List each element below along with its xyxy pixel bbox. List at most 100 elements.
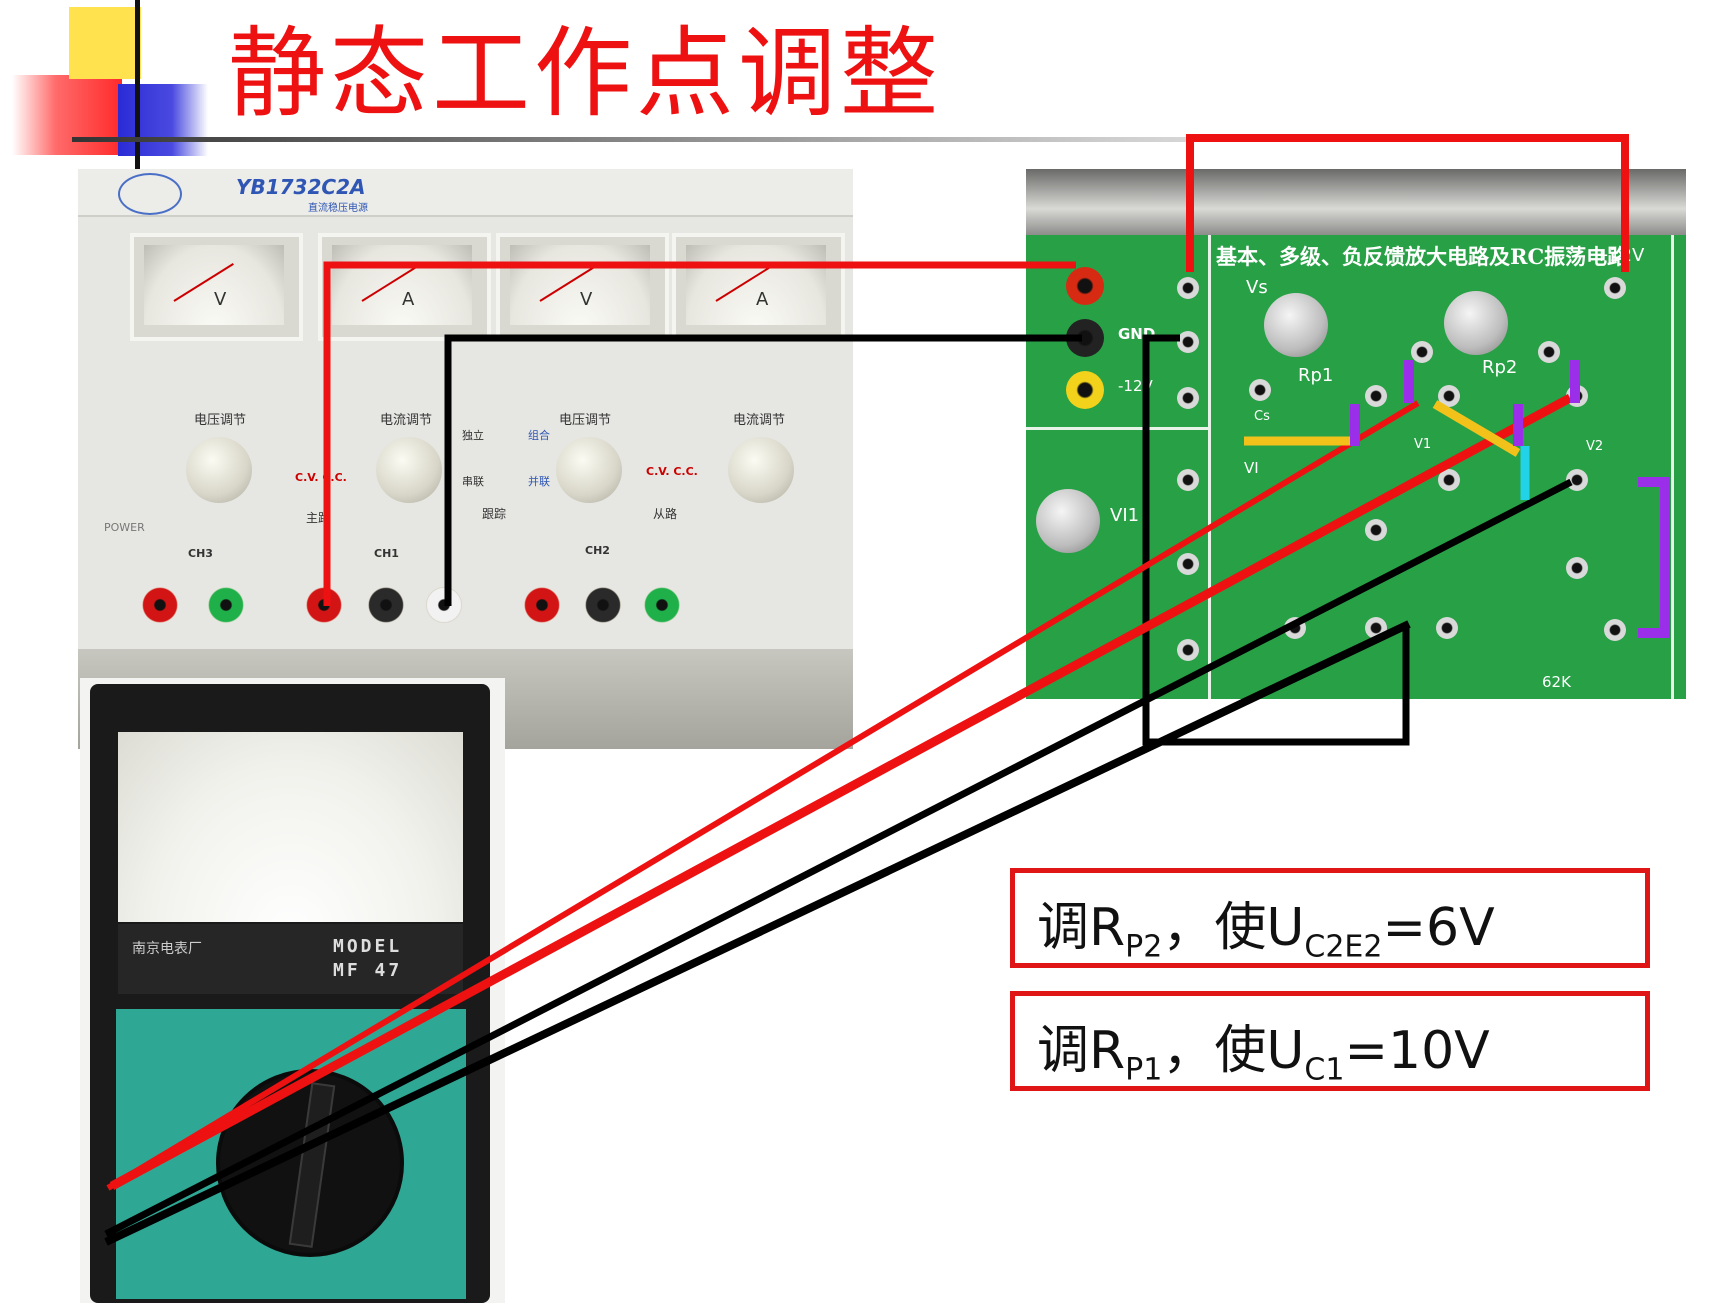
black-probe-wire-1 (104, 478, 1573, 1238)
board-socket[interactable] (1411, 341, 1433, 363)
board-divider (1026, 427, 1208, 430)
note-box-rp2: 调RP2，使UC2E2=6V (1010, 868, 1650, 968)
note-text-rp1: 调RP1，使UC1=10V (1037, 1021, 1490, 1088)
board-knob-left[interactable] (1036, 489, 1100, 553)
slave-channel-label: 从路 (653, 507, 678, 521)
board-socket[interactable] (1177, 469, 1199, 491)
red-probe-wire-thin (106, 400, 1420, 1191)
yellow-marker-2 (1432, 400, 1521, 457)
board-socket[interactable] (1177, 331, 1199, 353)
black-probe-wire-2 (104, 620, 1411, 1246)
channel-label: CH3 (188, 547, 213, 560)
meter-unit: A (756, 289, 769, 310)
board-socket[interactable] (1177, 277, 1199, 299)
slide-title: 静态工作点调整 (228, 17, 943, 131)
note-text-rp2: 调RP2，使UC2E2=6V (1037, 898, 1495, 965)
board-socket[interactable] (1604, 277, 1626, 299)
knob-label: 电流调节 (733, 413, 786, 428)
mode-label: 独立 (462, 429, 484, 442)
board-socket[interactable] (1436, 617, 1458, 639)
multimeter-brand-plate: 南京电表厂 MODEL MF 47 (118, 924, 463, 994)
multimeter-body: 南京电表厂 MODEL MF 47 (90, 684, 490, 1303)
vi-label: VI (1244, 459, 1259, 477)
title-underline (72, 137, 1572, 142)
potentiometer-rp1[interactable] (1264, 293, 1328, 357)
current-knob-main[interactable] (376, 437, 442, 503)
purple-bracket (1638, 477, 1670, 638)
multimeter-brand: 南京电表厂 (132, 941, 202, 957)
mode-label: 组合 (528, 429, 550, 442)
brand-logo-icon (118, 173, 182, 215)
cv-cc-label: C.V. C.C. (646, 465, 698, 478)
board-socket[interactable] (1538, 341, 1560, 363)
ammeter-ch2: A (672, 233, 845, 341)
channel-label: CH1 (374, 547, 399, 560)
board-red-jack[interactable] (1066, 267, 1104, 305)
rp2-label: Rp2 (1482, 357, 1518, 378)
mode-label: 跟踪 (482, 507, 507, 521)
v2-label: V2 (1586, 439, 1604, 454)
board-socket[interactable] (1177, 387, 1199, 409)
board-socket[interactable] (1604, 619, 1626, 641)
voltmeter-ch1: V (130, 233, 303, 341)
multimeter-photo: 南京电表厂 MODEL MF 47 (80, 678, 505, 1303)
voltmeter-ch2: V (496, 233, 669, 341)
board-socket[interactable] (1177, 639, 1199, 661)
board-socket[interactable] (1365, 385, 1387, 407)
meter-unit: A (402, 289, 415, 310)
ch1-ground-jack[interactable] (368, 587, 404, 623)
channel-label: CH2 (585, 544, 610, 557)
cs-label: Cs (1254, 409, 1270, 424)
black-supply-wire (444, 334, 1082, 606)
title-decoration-yellow (69, 7, 141, 79)
ch2-ground-jack[interactable] (585, 587, 621, 623)
cv-cc-label: C.V. C.C. (295, 471, 347, 484)
voltage-knob-main[interactable] (186, 437, 252, 503)
knob-label: 电压调节 (559, 413, 612, 428)
ch2-positive-jack[interactable] (524, 587, 560, 623)
board-socket[interactable] (1249, 379, 1271, 401)
multimeter-scale (118, 732, 463, 922)
ch1-negative-jack[interactable] (426, 587, 462, 623)
potentiometer-rp2[interactable] (1444, 291, 1508, 355)
red-jumper-wire (1186, 134, 1629, 272)
power-button-label: POWER (104, 521, 145, 534)
multimeter-model-label: MODEL (333, 936, 403, 957)
ch3-negative-jack[interactable] (208, 587, 244, 623)
mode-label: 并联 (528, 475, 550, 488)
note-box-rp1: 调RP1，使UC1=10V (1010, 991, 1650, 1091)
board-socket[interactable] (1177, 553, 1199, 575)
mode-label: 串联 (462, 475, 484, 488)
ch2-negative-jack[interactable] (644, 587, 680, 623)
title-decoration-blue (118, 84, 208, 156)
multimeter-model-value: MF 47 (333, 960, 403, 981)
vi1-label: VI1 (1110, 505, 1140, 526)
voltage-knob-slave[interactable] (556, 437, 622, 503)
board-socket[interactable] (1438, 385, 1460, 407)
board-supply-label: +12V (1594, 245, 1645, 266)
vs-label: Vs (1246, 277, 1268, 298)
board-yellow-jack[interactable] (1066, 371, 1104, 409)
black-ground-loop (1142, 334, 1410, 746)
board-divider (1208, 235, 1211, 699)
resistor-62k-label: 62K (1542, 673, 1571, 691)
title-decoration-vertical-line (135, 0, 140, 175)
current-knob-slave[interactable] (728, 437, 794, 503)
board-socket[interactable] (1566, 557, 1588, 579)
red-probe-wire-thick (109, 394, 1573, 1190)
knob-label: 电压调节 (194, 413, 247, 428)
red-supply-wire (323, 261, 1076, 606)
power-supply-top-panel: YB1732C2A 直流稳压电源 (78, 169, 853, 217)
meter-unit: V (580, 289, 593, 310)
v1-label: V1 (1414, 437, 1432, 452)
board-socket[interactable] (1438, 469, 1460, 491)
power-supply-subtitle: 直流稳压电源 (308, 203, 368, 214)
board-title: 基本、多级、负反馈放大电路及RC振荡电路 (1216, 244, 1629, 269)
ammeter-ch1: A (318, 233, 491, 341)
power-supply-model: YB1732C2A (236, 175, 366, 199)
board-socket[interactable] (1365, 519, 1387, 541)
rp1-label: Rp1 (1298, 365, 1334, 386)
ch3-positive-jack[interactable] (142, 587, 178, 623)
board-top-rail (1026, 169, 1686, 235)
